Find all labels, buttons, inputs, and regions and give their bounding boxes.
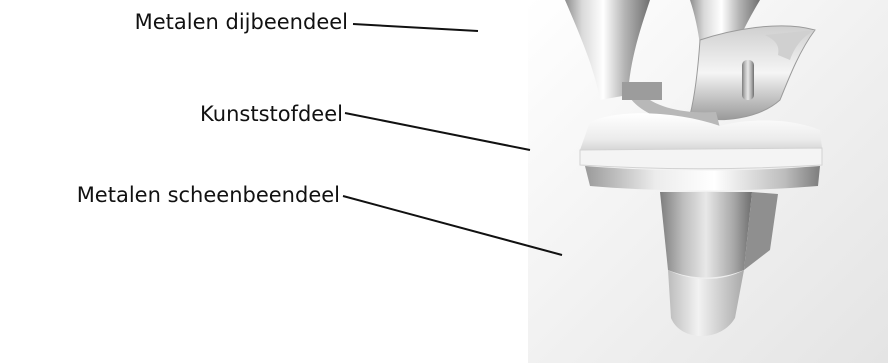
label-plastic-insert: Kunststofdeel xyxy=(200,104,343,125)
label-tibial-component: Metalen scheenbeendeel xyxy=(77,185,340,206)
label-femoral-component: Metalen dijbeendeel xyxy=(135,12,348,33)
